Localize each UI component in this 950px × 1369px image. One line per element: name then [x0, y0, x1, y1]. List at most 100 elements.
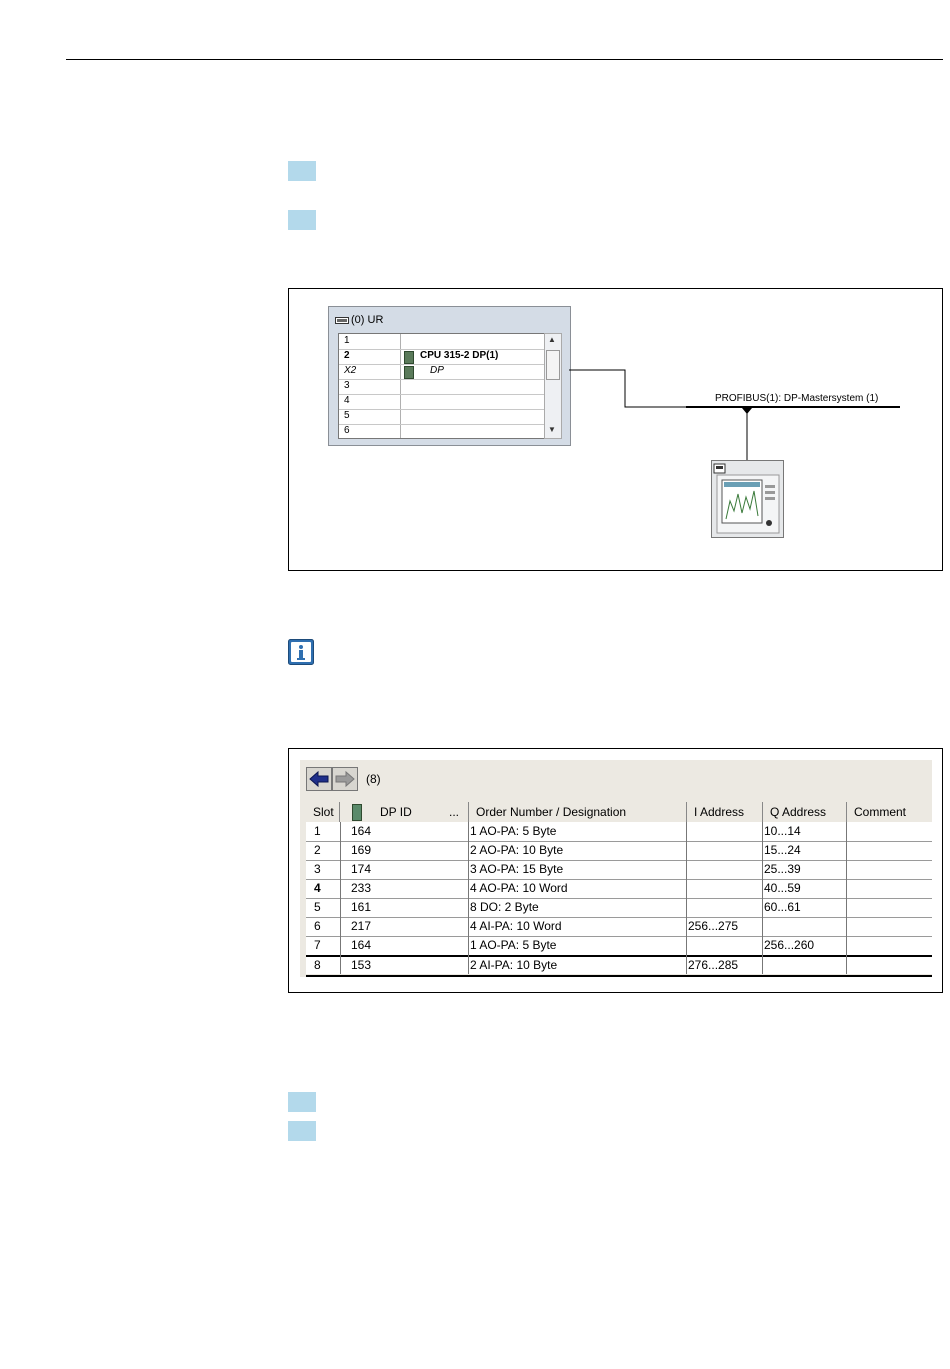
- cell-slot: 1: [314, 824, 321, 838]
- cell-i-address: 256...275: [688, 919, 739, 933]
- slot-table-window: (8) Slot DP ID ... Order Number / Design…: [300, 760, 932, 977]
- cell-dp-id: 161: [351, 900, 372, 914]
- cell-slot: 2: [314, 843, 321, 857]
- rack-column-divider: [400, 334, 401, 438]
- rack-row[interactable]: 6: [339, 424, 545, 439]
- table-row[interactable]: 2 169 2 AO-PA: 10 Byte 15...24: [306, 841, 932, 861]
- cell-order: 2 AO-PA: 10 Byte: [470, 843, 564, 857]
- cell-dp-id: 164: [351, 938, 372, 952]
- rack-row[interactable]: 2 CPU 315-2 DP(1): [339, 349, 545, 365]
- bus-tap-marker: [742, 408, 752, 414]
- rack-icon: [335, 317, 349, 324]
- rack-slot: X2: [344, 365, 357, 376]
- rack-module: DP: [430, 365, 444, 376]
- rack-slot: 2: [344, 350, 350, 361]
- back-button[interactable]: [306, 767, 332, 791]
- cell-dp-id: 164: [351, 824, 372, 838]
- arrow-left-icon: [309, 770, 329, 788]
- step-marker: [288, 1121, 316, 1141]
- info-icon: [288, 639, 314, 665]
- cell-dp-id: 153: [351, 958, 372, 972]
- column-divider: [762, 822, 763, 974]
- column-header-order-number[interactable]: Order Number / Designation: [476, 805, 627, 819]
- column-header-dp-id[interactable]: DP ID: [380, 805, 412, 819]
- table-row[interactable]: 1 164 1 AO-PA: 5 Byte 10...14: [306, 822, 932, 842]
- column-header-slot[interactable]: Slot: [313, 805, 334, 819]
- scrollbar-thumb[interactable]: [546, 350, 560, 380]
- rack-slot: 3: [344, 380, 350, 391]
- column-divider: [468, 822, 469, 974]
- rack-module: CPU 315-2 DP(1): [420, 350, 499, 361]
- rack-row[interactable]: 4: [339, 394, 545, 410]
- cell-slot: 3: [314, 862, 321, 876]
- cell-q-address: 60...61: [764, 900, 801, 914]
- column-header-q-address[interactable]: Q Address: [770, 805, 827, 819]
- cell-slot: 7: [314, 938, 321, 952]
- column-divider: [846, 822, 847, 974]
- module-icon: [352, 804, 362, 821]
- dp-interface-icon: [404, 366, 414, 379]
- rack-window: (0) UR 1 2 CPU 315-2 DP(1) X2 DP 3 4 5 6…: [328, 306, 571, 446]
- cell-order: 8 DO: 2 Byte: [470, 900, 539, 914]
- cell-order: 2 AI-PA: 10 Byte: [470, 958, 558, 972]
- cell-q-address: 10...14: [764, 824, 801, 838]
- cpu-module-icon: [404, 351, 414, 364]
- column-header-ellipsis[interactable]: ...: [449, 805, 460, 819]
- table-row-selected[interactable]: 8 153 2 AI-PA: 10 Byte 276...285: [306, 956, 932, 977]
- table-row[interactable]: 5 161 8 DO: 2 Byte 60...61: [306, 898, 932, 918]
- cell-slot: 5: [314, 900, 321, 914]
- cell-q-address: 40...59: [764, 881, 801, 895]
- cell-q-address: 15...24: [764, 843, 801, 857]
- cell-slot: 8: [314, 958, 321, 972]
- table-body: 1 164 1 AO-PA: 5 Byte 10...14 2 169 2 AO…: [306, 822, 932, 977]
- table-row[interactable]: 4 233 4 AO-PA: 10 Word 40...59: [306, 879, 932, 899]
- page-header-rule: [66, 59, 943, 60]
- cell-q-address: 256...260: [764, 938, 815, 952]
- rack-slot-table: 1 2 CPU 315-2 DP(1) X2 DP 3 4 5 6: [338, 333, 546, 439]
- column-divider: [340, 822, 341, 974]
- step-marker: [288, 210, 316, 230]
- rack-title: (0) UR: [351, 314, 384, 326]
- cell-dp-id: 174: [351, 862, 372, 876]
- rack-row[interactable]: 3: [339, 379, 545, 395]
- cell-slot: 4: [314, 881, 321, 895]
- forward-button[interactable]: [332, 767, 358, 791]
- rack-row[interactable]: 1: [339, 334, 545, 350]
- cell-dp-id: 217: [351, 919, 372, 933]
- table-row[interactable]: 6 217 4 AI-PA: 10 Word 256...275: [306, 917, 932, 937]
- rack-slot: 4: [344, 395, 350, 406]
- table-row[interactable]: 3 174 3 AO-PA: 15 Byte 25...39: [306, 860, 932, 880]
- rack-row[interactable]: X2 DP: [339, 364, 545, 380]
- profibus-label: PROFIBUS(1): DP-Mastersystem (1): [715, 393, 879, 404]
- cell-q-address: 25...39: [764, 862, 801, 876]
- cell-order: 4 AI-PA: 10 Word: [470, 919, 562, 933]
- step-marker: [288, 161, 316, 181]
- scroll-down-arrow-icon[interactable]: ▼: [548, 425, 556, 434]
- column-header-i-address[interactable]: I Address: [694, 805, 745, 819]
- rack-scrollbar[interactable]: ▲ ▼: [544, 333, 562, 439]
- scroll-up-arrow-icon[interactable]: ▲: [548, 335, 556, 344]
- column-divider: [686, 822, 687, 974]
- field-device-node[interactable]: [711, 460, 784, 538]
- cell-i-address: 276...285: [688, 958, 739, 972]
- column-header-comment[interactable]: Comment: [854, 805, 907, 819]
- rack-slot: 1: [344, 335, 350, 346]
- rack-row[interactable]: 5: [339, 409, 545, 425]
- recorder-device-icon: [713, 463, 780, 534]
- cell-order: 4 AO-PA: 10 Word: [470, 881, 568, 895]
- cell-slot: 6: [314, 919, 321, 933]
- table-row[interactable]: 7 164 1 AO-PA: 5 Byte 256...260: [306, 936, 932, 957]
- cell-dp-id: 169: [351, 843, 372, 857]
- cell-order: 1 AO-PA: 5 Byte: [470, 824, 557, 838]
- cell-order: 1 AO-PA: 5 Byte: [470, 938, 557, 952]
- module-count: (8): [366, 772, 381, 786]
- rack-slot: 5: [344, 410, 350, 421]
- arrow-right-icon: [335, 770, 355, 788]
- network-lines: [569, 369, 900, 460]
- table-header: Slot DP ID ... Order Number / Designatio…: [306, 802, 932, 823]
- dp-connection-line: [569, 369, 688, 408]
- step-marker: [288, 1092, 316, 1112]
- rack-slot: 6: [344, 425, 350, 436]
- cell-dp-id: 233: [351, 881, 372, 895]
- cell-order: 3 AO-PA: 15 Byte: [470, 862, 564, 876]
